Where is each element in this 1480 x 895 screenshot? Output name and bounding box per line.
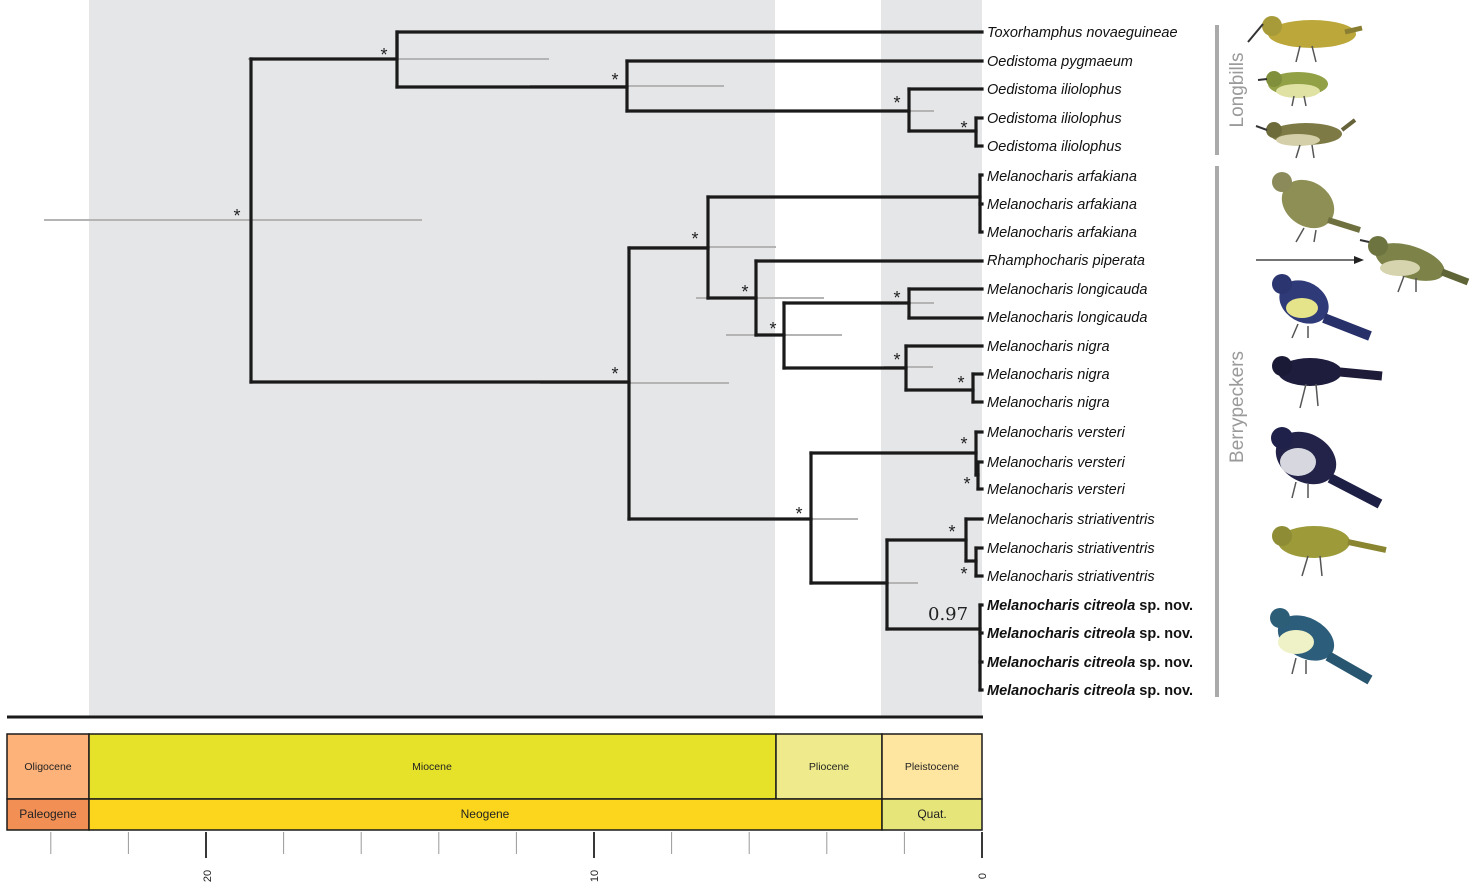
- bird-longicauda-icon: [1272, 274, 1372, 341]
- epoch-label-oligocene: Oligocene: [24, 761, 71, 773]
- period-label-neogene: Neogene: [461, 807, 510, 821]
- tree-branches: [249, 30, 984, 692]
- tip-label: Melanocharis striativentris: [987, 541, 1155, 557]
- tip-label: Melanocharis versteri: [987, 455, 1126, 471]
- epoch-label-pliocene: Pliocene: [809, 761, 849, 773]
- support-asterisk: *: [948, 522, 955, 542]
- support-asterisk: *: [691, 229, 698, 249]
- support-asterisk: *: [893, 350, 900, 370]
- bird-nigra-icon: [1272, 356, 1383, 409]
- period-label-quaternary: Quat.: [917, 807, 946, 821]
- bird-longbill-yellow-icon: [1247, 16, 1363, 63]
- tip-label: Melanocharis versteri: [987, 425, 1126, 441]
- tip-label: Melanocharis citreola sp. nov.: [987, 655, 1193, 671]
- bird-striativentris-icon: [1272, 526, 1387, 577]
- tick-label-10: 10: [589, 870, 601, 882]
- period-quaternary: [881, 798, 983, 831]
- bird-illustrations: [1247, 16, 1470, 685]
- tip-label: Melanocharis longicauda: [987, 310, 1147, 326]
- tip-label: Oedistoma iliolophus: [987, 139, 1122, 155]
- support-asterisk: *: [380, 45, 387, 65]
- support-asterisk: *: [960, 564, 967, 584]
- support-asterisk: *: [893, 288, 900, 308]
- period-label-paleogene: Paleogene: [19, 807, 77, 821]
- support-asterisk: *: [611, 70, 618, 90]
- period-paleogene: [6, 798, 90, 831]
- miocene-shade: [89, 0, 775, 716]
- epoch-pliocene: [775, 733, 883, 800]
- tip-label: Melanocharis arfakiana: [987, 169, 1137, 185]
- epoch-label-miocene: Miocene: [412, 761, 452, 773]
- support-value-097: 0.97: [928, 604, 968, 625]
- tip-label: Melanocharis longicauda: [987, 282, 1147, 298]
- support-markers: * * * * * * * * * * * * * * * * *: [233, 45, 970, 584]
- tip-label: Rhamphocharis piperata: [987, 253, 1145, 269]
- tip-label: Oedistoma iliolophus: [987, 82, 1122, 98]
- tip-label: Melanocharis nigra: [987, 367, 1110, 383]
- tip-label: Melanocharis striativentris: [987, 569, 1155, 585]
- bird-arfakiana-icon: [1272, 172, 1361, 243]
- bird-longbill-green-icon: [1257, 71, 1328, 107]
- pleistocene-shade: [881, 0, 982, 716]
- support-asterisk: *: [963, 474, 970, 494]
- geologic-timescale: [6, 733, 983, 831]
- support-asterisk: *: [769, 319, 776, 339]
- tick-label-20: 20: [202, 870, 214, 882]
- tip-label: Melanocharis arfakiana: [987, 225, 1137, 241]
- support-asterisk: *: [795, 504, 802, 524]
- support-asterisk: *: [233, 206, 240, 226]
- group-label-longbills: Longbills: [1227, 53, 1248, 128]
- tick-label-0: 0: [977, 873, 989, 879]
- tip-label: Melanocharis versteri: [987, 482, 1126, 498]
- support-asterisk: *: [960, 118, 967, 138]
- epoch-label-pleistocene: Pleistocene: [905, 761, 959, 773]
- bird-versteri-icon: [1271, 427, 1383, 509]
- tip-label: Melanocharis striativentris: [987, 512, 1155, 528]
- tip-label: Melanocharis citreola sp. nov.: [987, 626, 1193, 642]
- tip-label: Melanocharis nigra: [987, 395, 1110, 411]
- tip-label: Oedistoma iliolophus: [987, 111, 1122, 127]
- bird-longbill-olive-icon: [1255, 118, 1357, 159]
- tip-label: Melanocharis arfakiana: [987, 197, 1137, 213]
- period-neogene: [88, 798, 883, 831]
- support-asterisk: *: [957, 373, 964, 393]
- epoch-pleistocene: [881, 733, 983, 800]
- tip-label: Melanocharis citreola sp. nov.: [987, 683, 1193, 699]
- epoch-oligocene: [6, 733, 90, 800]
- support-asterisk: *: [960, 434, 967, 454]
- support-asterisk: *: [611, 364, 618, 384]
- bird-arfakiana-adult-icon: [1359, 236, 1470, 293]
- tip-label: Oedistoma pygmaeum: [987, 54, 1133, 70]
- tip-label: Melanocharis nigra: [987, 339, 1110, 355]
- support-asterisk: *: [893, 93, 900, 113]
- time-axis-ticks: [50, 832, 983, 858]
- bird-citreola-icon: [1270, 608, 1373, 685]
- support-asterisk: *: [741, 282, 748, 302]
- tip-label: Toxorhamphus novaeguineae: [987, 25, 1178, 41]
- arrow-to-adult-icon: [1256, 256, 1364, 264]
- group-label-berrypeckers: Berrypeckers: [1227, 351, 1248, 463]
- tip-label: Melanocharis citreola sp. nov.: [987, 598, 1193, 614]
